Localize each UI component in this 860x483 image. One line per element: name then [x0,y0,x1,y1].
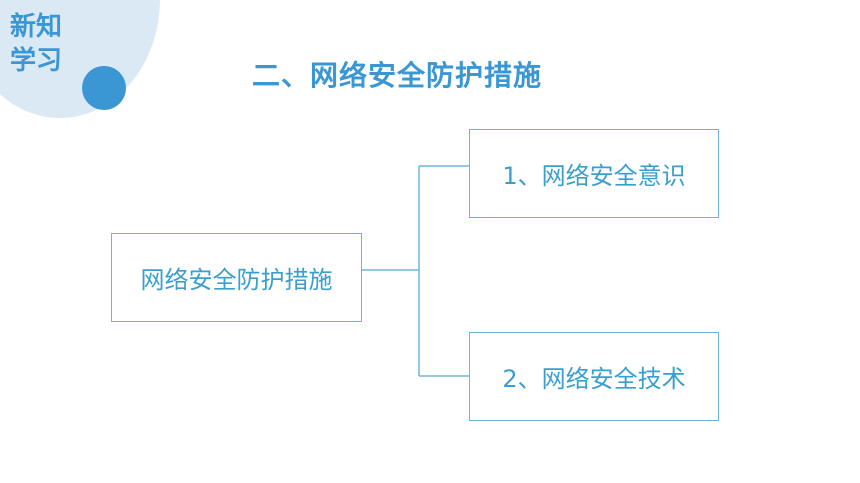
child-node-1-label: 1、网络安全意识 [502,162,686,190]
page-title: 二、网络安全防护措施 [252,59,543,92]
root-node-label: 网络安全防护措施 [140,266,333,294]
badge-line-2: 学习 [10,46,63,76]
child-node-2: 2、网络安全技术 [469,332,719,421]
root-node: 网络安全防护措施 [111,233,362,322]
child-node-2-label: 2、网络安全技术 [502,365,686,393]
section-badge: 新知 学习 [10,10,62,78]
corner-decoration-dot [82,66,126,110]
badge-line-1: 新知 [10,12,63,42]
child-node-1: 1、网络安全意识 [469,129,719,218]
